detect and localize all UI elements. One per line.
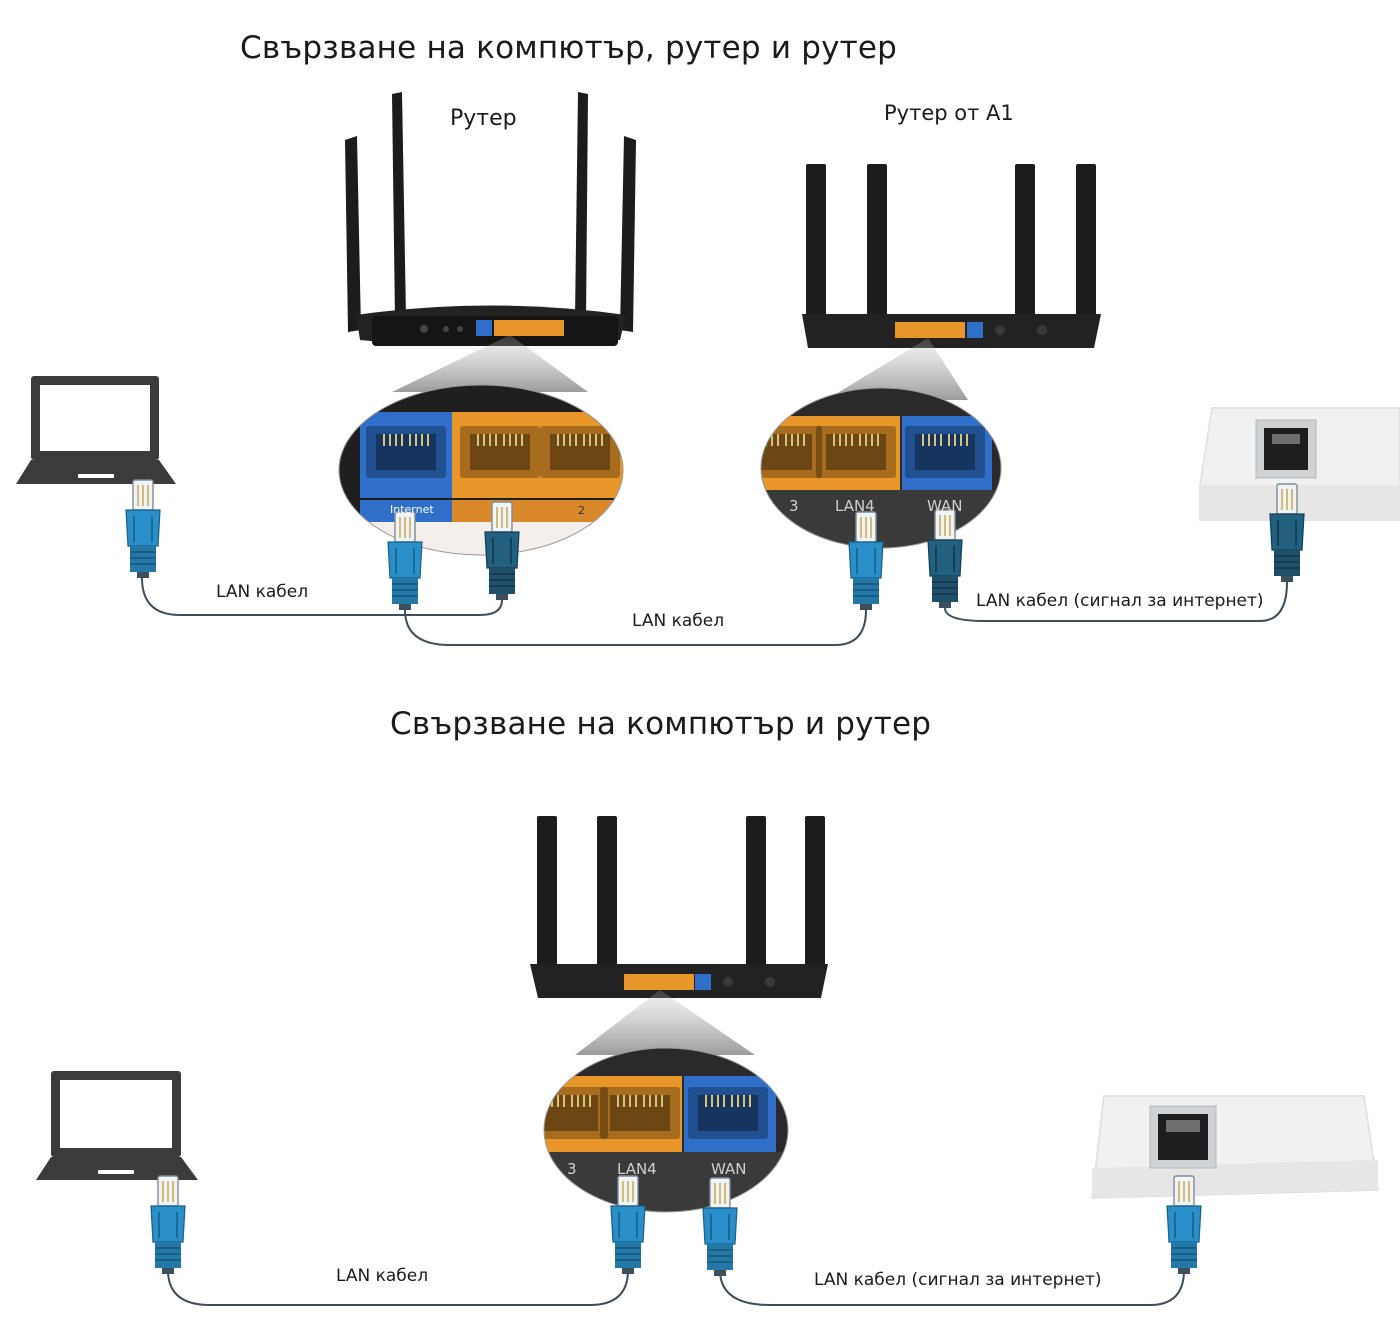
wall-socket-icon xyxy=(1199,407,1400,521)
cable-laptop-router xyxy=(141,577,503,616)
cable-internet xyxy=(944,581,1288,622)
port-label-lan4: LAN4 xyxy=(835,497,875,515)
port-label-2: 2 xyxy=(578,504,585,517)
port-label-internet: Internet xyxy=(390,503,434,516)
port-label-wan: WAN xyxy=(711,1160,747,1178)
port-label-lan3: 3 xyxy=(567,1160,577,1178)
port-label-lan4: LAN4 xyxy=(617,1160,657,1178)
cable-label-laptop-router: LAN кабел xyxy=(216,582,309,602)
zoom-ports-router-bottom xyxy=(544,1048,788,1212)
rj45-connector-icon xyxy=(150,1175,186,1275)
router-icon xyxy=(345,92,636,346)
a1-router-label: Рутер от А1 xyxy=(884,101,1014,125)
router-icon xyxy=(530,816,828,998)
cable-label-router-a1: LAN кабел xyxy=(632,611,725,631)
cable-internet xyxy=(719,1269,1185,1306)
rj45-connector-icon xyxy=(125,479,161,579)
zoom-ports-router xyxy=(339,385,623,555)
router-icon xyxy=(802,164,1101,348)
zoom-ports-a1-router xyxy=(761,388,1001,548)
top-diagram-title: Свързване на компютър, рутер и рутер xyxy=(240,30,898,66)
laptop-icon xyxy=(36,1071,198,1180)
bottom-diagram-title: Свързване на компютър и рутер xyxy=(390,706,932,742)
port-label-wan: WAN xyxy=(927,497,963,515)
zoom-beam xyxy=(392,335,588,392)
port-label-lan3: 3 xyxy=(789,497,799,515)
cable-label-laptop-router: LAN кабел xyxy=(336,1266,429,1286)
router-label: Рутер xyxy=(450,106,517,131)
cable-label-internet: LAN кабел (сигнал за интернет) xyxy=(976,591,1264,611)
laptop-icon xyxy=(16,376,176,484)
cable-laptop-router xyxy=(167,1269,629,1306)
zoom-beam xyxy=(575,990,755,1055)
wall-socket-icon xyxy=(1091,1095,1379,1199)
zoom-beam xyxy=(826,338,968,400)
cable-label-internet: LAN кабел (сигнал за интернет) xyxy=(814,1270,1102,1290)
cable-router-a1 xyxy=(404,609,867,646)
